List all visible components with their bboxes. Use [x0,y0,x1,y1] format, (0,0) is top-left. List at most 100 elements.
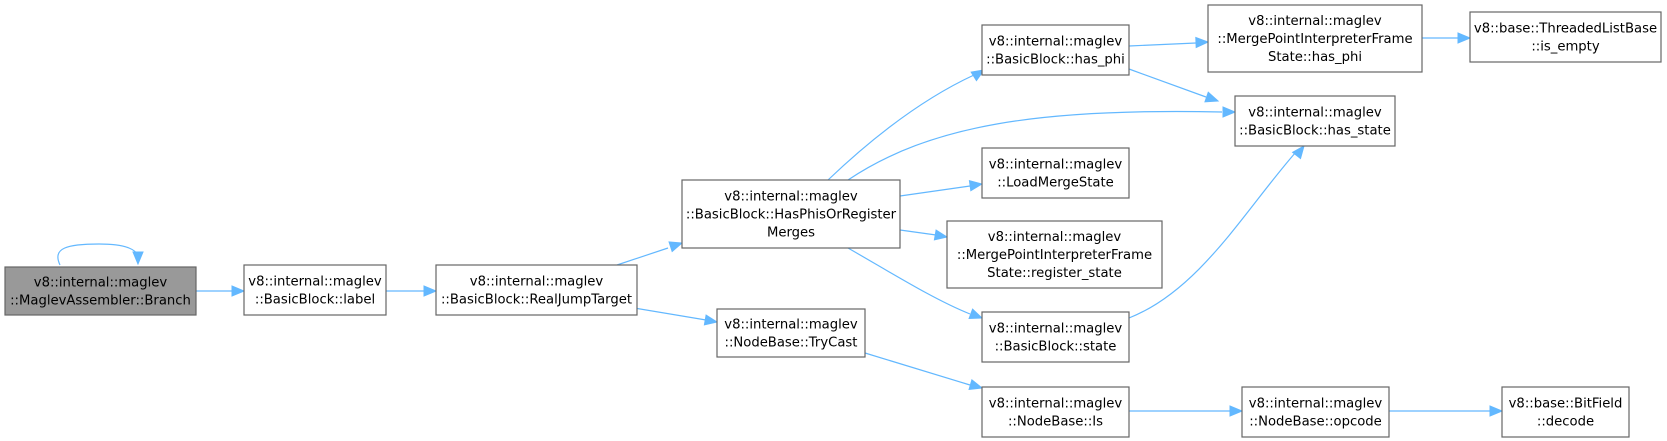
node-label-line: ::LoadMergeState [997,176,1114,191]
node-label-line: ::decode [1537,415,1594,430]
node-label-line: v8::internal::maglev [724,318,858,333]
arrowhead-icon [933,229,949,241]
arrowhead-icon [968,308,984,319]
node-label-line: ::NodeBase::opcode [1249,415,1382,430]
node-label-line: State::register_state [987,266,1122,281]
node-box[interactable] [1241,386,1390,438]
arrowhead-icon [703,314,719,326]
arrowhead-icon [1222,106,1237,118]
node-label[interactable]: v8::internal::maglev::BasicBlock::label [243,264,387,316]
edge-trycast-to-is [864,352,984,391]
edge-line [1128,68,1207,98]
arrowhead-icon [968,180,984,192]
node-box[interactable] [4,266,197,316]
node-box[interactable] [716,308,866,358]
node-label-line: v8::internal::maglev [1249,397,1383,412]
edge-line [827,74,975,181]
node-label-line: ::BasicBlock::has_state [1239,124,1391,139]
edge-hasphi-to-hasstate [1128,68,1220,103]
edge-hasphis-to-hasstate [847,106,1237,181]
node-box[interactable] [243,264,387,316]
node-opcode[interactable]: v8::internal::maglev::NodeBase::opcode [1241,386,1390,438]
node-hasstate[interactable]: v8::internal::maglev::BasicBlock::has_st… [1234,95,1396,147]
node-hasphis[interactable]: v8::internal::maglev::BasicBlock::HasPhi… [681,179,901,249]
edge-opcode-to-decode [1389,405,1504,417]
node-label-line: ::is_empty [1531,40,1600,55]
node-box[interactable] [1234,95,1396,147]
node-label-line: ::BasicBlock::HasPhisOrRegister [686,208,897,223]
arrowhead-icon [423,285,438,297]
nodes-layer: v8::internal::maglev::MaglevAssembler::B… [4,4,1662,438]
node-state[interactable]: v8::internal::maglev::BasicBlock::state [981,311,1130,363]
edge-hasphis-to-hasphi [827,69,986,181]
node-label-line: ::BasicBlock::state [995,340,1117,355]
node-label-line: v8::internal::maglev [989,35,1123,50]
edge-hasphis-to-loadmerge [899,180,984,197]
arrowhead-icon [968,378,984,391]
edge-hasphi-to-mphasphi [1128,36,1210,49]
node-mphasphi[interactable]: v8::internal::maglev::MergePointInterpre… [1207,4,1423,73]
node-label-line: ::MergePointInterpreterFrame [1217,32,1412,47]
edge-hasphis-to-state [847,247,984,319]
node-box[interactable] [981,311,1130,363]
edge-line [633,307,707,321]
edge-line [1128,42,1197,47]
node-label-line: ::NodeBase::TryCast [725,336,858,351]
edge-is-to-opcode [1129,405,1244,417]
node-label-line: v8::internal::maglev [34,276,168,291]
node-label-line: ::BasicBlock::label [255,293,375,308]
edge-state-to-hasstate [1128,144,1305,319]
arrowhead-icon [132,251,144,266]
node-label-line: v8::internal::maglev [470,275,604,290]
arrowhead-icon [970,69,986,82]
arrowhead-icon [1291,144,1305,160]
node-box[interactable] [435,264,638,316]
node-label-line: v8::internal::maglev [989,397,1123,412]
node-box[interactable] [1501,386,1630,438]
node-label-line: ::MaglevAssembler::Branch [10,294,191,309]
node-realjump[interactable]: v8::internal::maglev::BasicBlock::RealJu… [435,264,638,316]
node-label-line: v8::base::ThreadedListBase [1474,22,1657,37]
edge-line [616,247,669,266]
edges-layer [57,32,1504,417]
node-box[interactable] [1207,4,1423,73]
edge-line [899,185,971,197]
node-label-line: v8::internal::maglev [988,230,1122,245]
node-decode[interactable]: v8::base::BitField::decode [1501,386,1630,438]
node-label-line: v8::internal::maglev [1248,106,1382,121]
arrowhead-icon [668,241,684,253]
node-box[interactable] [681,179,901,249]
edge-branch-to-label [196,285,246,297]
node-regstate[interactable]: v8::internal::maglev::MergePointInterpre… [946,220,1163,289]
arrowhead-icon [1457,32,1472,44]
edge-hasphis-to-regstate [899,229,949,241]
node-label-line: State::has_phi [1268,50,1362,65]
node-hasphi[interactable]: v8::internal::maglev::BasicBlock::has_ph… [981,24,1130,76]
node-branch[interactable]: v8::internal::maglev::MaglevAssembler::B… [4,266,197,316]
edge-branch-to-branch [57,243,144,266]
node-box[interactable] [1469,11,1662,63]
arrowhead-icon [1229,405,1244,417]
node-label-line: v8::internal::maglev [1248,14,1382,29]
node-loadmerge[interactable]: v8::internal::maglev::LoadMergeState [981,147,1130,199]
node-box[interactable] [981,24,1130,76]
edge-mphasphi-to-isempty [1422,32,1472,44]
node-isempty[interactable]: v8::base::ThreadedListBase::is_empty [1469,11,1662,63]
node-label-line: v8::internal::maglev [989,322,1123,337]
node-box[interactable] [981,147,1130,199]
node-box[interactable] [946,220,1163,289]
node-trycast[interactable]: v8::internal::maglev::NodeBase::TryCast [716,308,866,358]
edge-realjump-to-trycast [633,307,719,326]
edge-realjump-to-hasphis [616,241,684,266]
node-label-line: ::BasicBlock::RealJumpTarget [441,293,632,308]
node-is[interactable]: v8::internal::maglev::NodeBase::Is [981,386,1130,438]
node-label-line: v8::internal::maglev [724,190,858,205]
node-label-line: ::NodeBase::Is [1008,415,1103,430]
node-label-line: Merges [767,226,815,241]
node-label-line: v8::internal::maglev [989,158,1123,173]
node-box[interactable] [981,386,1130,438]
arrowhead-icon [231,285,246,297]
edge-line [1128,151,1297,319]
arrowhead-icon [1489,405,1504,417]
